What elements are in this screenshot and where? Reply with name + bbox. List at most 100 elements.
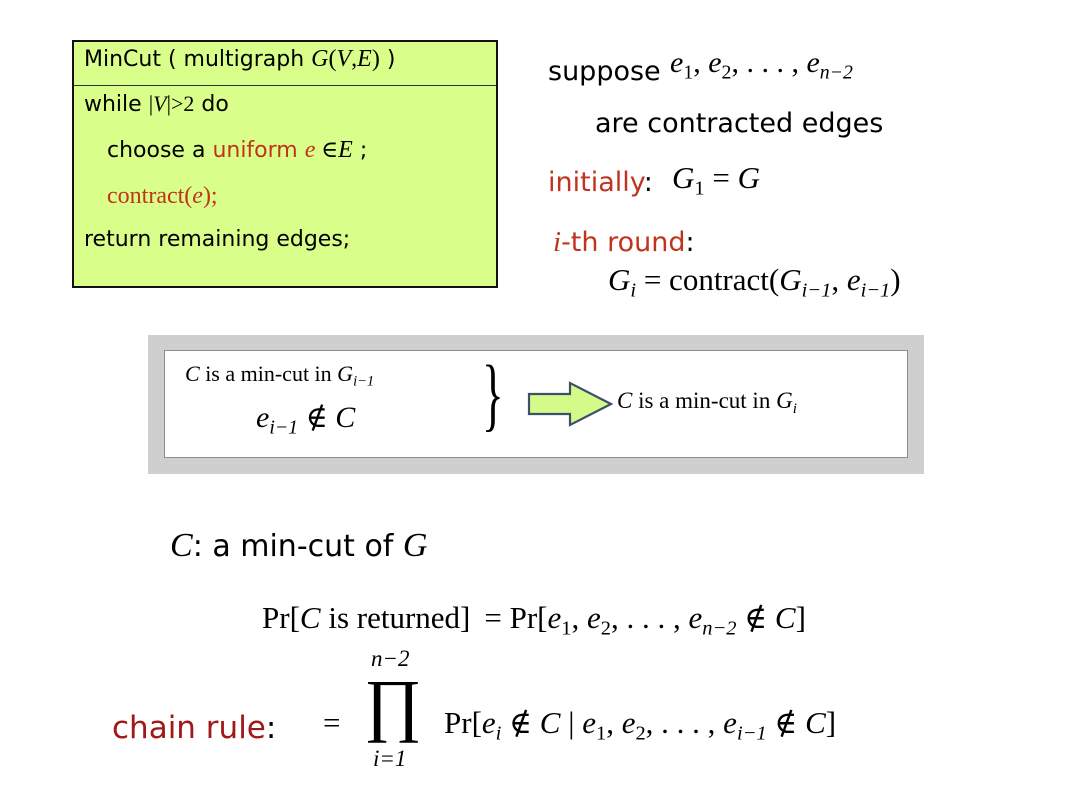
mincut-G: G	[402, 527, 428, 564]
choose-semicolon: ;	[352, 138, 368, 163]
chain-notin: ∉	[501, 705, 540, 740]
cond1-C: C	[185, 361, 200, 386]
choose-E: E	[338, 137, 353, 163]
lemma-condition-1: C is a min-cut in Gi−1	[185, 361, 375, 390]
ith-i: i	[553, 226, 562, 258]
chain-close: ]	[825, 705, 837, 740]
product-symbol: ∏	[364, 667, 422, 744]
cond2-C: C	[335, 401, 356, 434]
header-comma: ,	[351, 46, 358, 72]
cond1-text: is a min-cut in	[199, 361, 338, 386]
gi-G: G	[608, 262, 631, 297]
gi-arg-G: G	[779, 262, 802, 297]
gi-sub: i	[630, 279, 637, 302]
edge-dots: , . . . ,	[731, 46, 807, 79]
prob-C: C	[299, 600, 321, 635]
edge-e1: e	[670, 46, 684, 79]
cond2-sub: i−1	[269, 416, 299, 439]
while-V: V	[153, 91, 167, 116]
chain-comma: ,	[606, 705, 622, 740]
initial-graph-equation: G1 = G	[672, 160, 760, 199]
do-keyword: do	[194, 92, 229, 117]
prob-e2-sub: 2	[600, 617, 611, 640]
cond1-G: G	[337, 361, 354, 386]
round-graph-equation: Gi = contract(Gi−1, ei−1)	[608, 262, 901, 301]
prob-close: ]	[795, 600, 806, 635]
chain-rule-body: Pr[ei ∉ C | e1, e2, . . . , ei−1 ∉ C]	[444, 705, 837, 744]
element-of-symbol: ∈	[315, 137, 339, 162]
chain-pr: Pr[	[444, 705, 482, 740]
prob-returned: is returned]	[320, 600, 471, 635]
implies-arrow-icon	[527, 381, 613, 427]
cond1-sub: i−1	[353, 373, 375, 390]
algorithm-line-return: return remaining edges;	[84, 227, 350, 252]
mincut-C: C	[170, 527, 193, 564]
uniform-word: uniform	[212, 138, 305, 163]
product-lower-limit: i=1	[373, 746, 407, 771]
gi-close: )	[890, 262, 901, 297]
ith-round-label: i-th round:	[553, 226, 695, 259]
header-E: E	[357, 46, 372, 72]
contract-text: contract(	[107, 183, 193, 209]
prob-rhs-C: C	[774, 600, 796, 635]
prob-en: e	[688, 600, 703, 635]
chain-given-bar: |	[560, 705, 583, 740]
algorithm-header: MinCut ( multigraph G(V,E) )	[84, 46, 395, 73]
edge-comma: ,	[693, 46, 709, 79]
header-suffix: )	[379, 47, 396, 72]
edge-e1-sub: 1	[683, 61, 694, 84]
contract-close: );	[202, 183, 218, 209]
gi-arg-e: e	[846, 262, 861, 297]
header-prefix: MinCut ( multigraph	[84, 47, 312, 72]
g1-rhs-G: G	[737, 160, 760, 195]
edge-e2: e	[708, 46, 722, 79]
chain-C: C	[539, 705, 561, 740]
chain-en-sub: i−1	[736, 722, 767, 745]
g1-equals: =	[704, 160, 738, 195]
chain-ei: e	[481, 705, 496, 740]
choose-text: choose a	[107, 138, 213, 163]
initially-colon: :	[643, 167, 653, 198]
chain-e1: e	[582, 705, 596, 740]
chain-rule-word: chain rule	[112, 710, 266, 746]
mincut-text: : a min-cut of	[192, 529, 403, 564]
prob-e1: e	[547, 600, 562, 635]
chain-e2-sub: 2	[635, 722, 646, 745]
g1-G: G	[672, 160, 695, 195]
lemma-condition-2: ei−1 ∉ C	[256, 400, 356, 439]
edge-en-sub: n−2	[819, 61, 853, 84]
ith-colon: :	[685, 227, 695, 258]
probability-equation: Pr[C is returned]= Pr[e1, e2, . . . , en…	[262, 600, 806, 639]
chain-en: e	[723, 705, 737, 740]
prob-pr: Pr[	[262, 600, 300, 635]
edge-e2-sub: 2	[721, 61, 732, 84]
chain-e2: e	[621, 705, 636, 740]
header-divider	[74, 85, 496, 86]
prob-comma: ,	[571, 600, 587, 635]
chain-equals: =	[323, 705, 341, 740]
cond2-notin: ∉	[298, 401, 336, 434]
lemma-brace: }	[482, 348, 504, 439]
ith-round-word: -th round	[561, 227, 686, 258]
concl-text: is a min-cut in	[632, 388, 777, 413]
initially-word: initially	[548, 167, 644, 198]
prob-notin: ∉	[736, 600, 775, 635]
edge-en: e	[806, 46, 820, 79]
cond2-e: e	[256, 401, 270, 434]
header-close: )	[371, 46, 380, 72]
header-open: (	[328, 46, 337, 72]
suppose-label: suppose	[548, 56, 661, 87]
choose-e: e	[304, 137, 316, 163]
concl-C: C	[617, 388, 633, 413]
prob-dots: , . . . ,	[610, 600, 689, 635]
prob-e1-sub: 1	[561, 617, 572, 640]
algorithm-box: MinCut ( multigraph G(V,E) ) while |V|>2…	[72, 40, 498, 288]
lemma-conclusion: C is a min-cut in Gi	[617, 388, 797, 417]
initially-label: initially:	[548, 167, 653, 198]
abs-bar-right: |	[166, 91, 171, 116]
gi-comma: ,	[831, 262, 847, 297]
chain-C-2: C	[805, 705, 826, 740]
prob-rhs-pr: = Pr[	[484, 600, 548, 635]
chain-dots: , . . . ,	[645, 705, 724, 740]
concl-sub: i	[792, 399, 797, 417]
